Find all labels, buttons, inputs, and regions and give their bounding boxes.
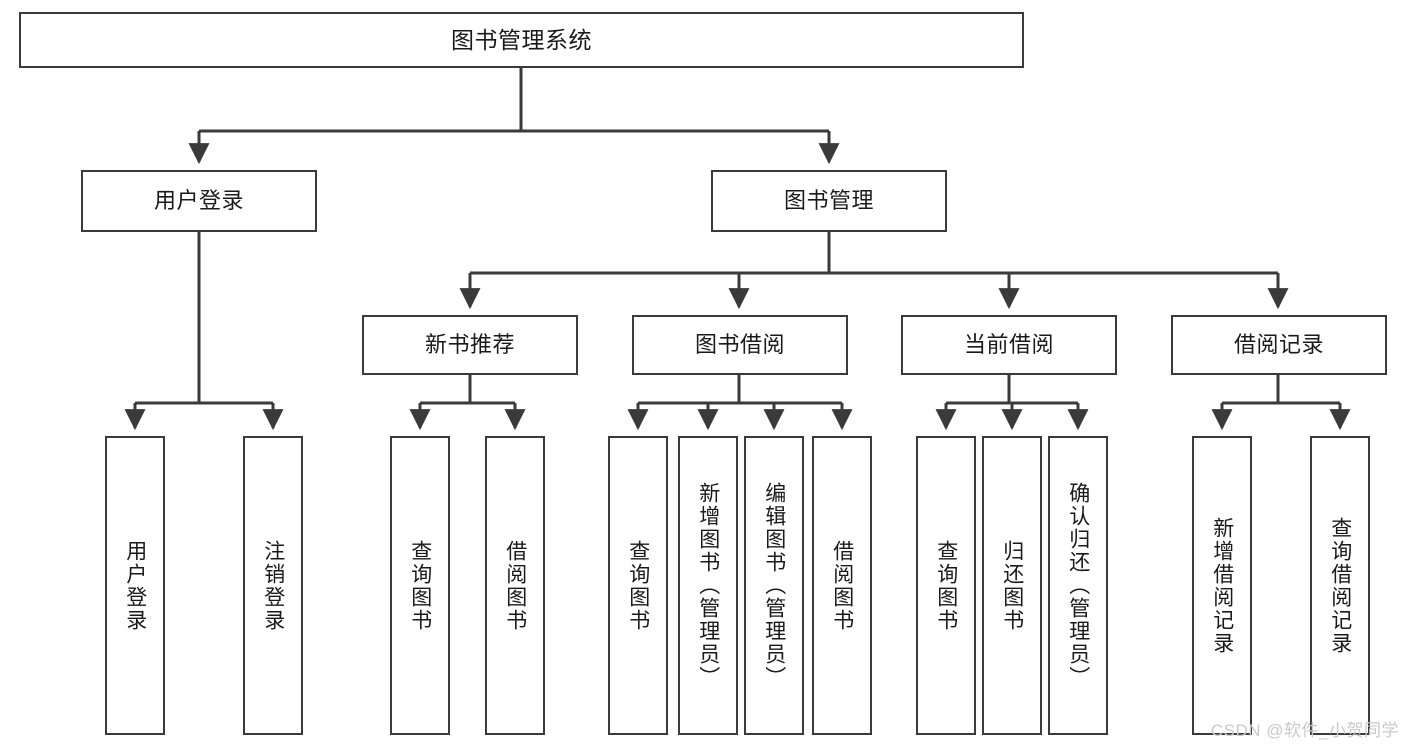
leaf-current-borrow-query-label: 查询图书 xyxy=(934,539,958,632)
leaf-borrow-record-query[interactable]: 查询借阅记录 xyxy=(1310,436,1370,735)
leaf-new-book-query-label: 查询图书 xyxy=(408,539,432,632)
node-borrow-record-label: 借阅记录 xyxy=(1233,332,1324,358)
csdn-watermark: CSDN @软件_小贺同学 xyxy=(1210,721,1399,740)
leaf-user-login-signin-label: 用户登录 xyxy=(123,539,147,632)
leaf-user-login-signout[interactable]: 注销登录 xyxy=(243,436,303,735)
leaf-user-login-signin[interactable]: 用户登录 xyxy=(105,436,165,735)
leaf-new-book-query[interactable]: 查询图书 xyxy=(390,436,450,735)
node-new-book-recommend-label: 新书推荐 xyxy=(424,332,515,358)
leaf-book-borrow-lend[interactable]: 借阅图书 xyxy=(812,436,872,735)
node-new-book-recommend[interactable]: 新书推荐 xyxy=(362,315,578,375)
leaf-current-borrow-return-label: 归还图书 xyxy=(1000,539,1024,632)
node-book-management[interactable]: 图书管理 xyxy=(711,170,947,232)
leaf-new-book-borrow[interactable]: 借阅图书 xyxy=(485,436,545,735)
node-book-management-label: 图书管理 xyxy=(783,188,874,214)
leaf-current-borrow-query[interactable]: 查询图书 xyxy=(916,436,976,735)
node-user-login-label: 用户登录 xyxy=(153,188,244,214)
leaf-new-book-borrow-label: 借阅图书 xyxy=(503,539,527,632)
leaf-book-borrow-query[interactable]: 查询图书 xyxy=(608,436,668,735)
leaf-book-borrow-add[interactable]: 新增图书（管理员） xyxy=(678,436,738,735)
node-root[interactable]: 图书管理系统 xyxy=(19,12,1024,68)
leaf-current-borrow-confirm[interactable]: 确认归还（管理员） xyxy=(1048,436,1108,735)
node-current-borrow-label: 当前借阅 xyxy=(963,332,1054,358)
leaf-book-borrow-query-label: 查询图书 xyxy=(626,539,650,632)
node-book-borrow-label: 图书借阅 xyxy=(694,332,785,358)
leaf-book-borrow-edit[interactable]: 编辑图书（管理员） xyxy=(744,436,804,735)
node-root-label: 图书管理系统 xyxy=(451,26,592,53)
leaf-book-borrow-edit-label: 编辑图书（管理员） xyxy=(762,482,786,689)
leaf-borrow-record-query-label: 查询借阅记录 xyxy=(1328,516,1352,655)
leaf-borrow-record-add-label: 新增借阅记录 xyxy=(1210,516,1234,655)
node-current-borrow[interactable]: 当前借阅 xyxy=(901,315,1117,375)
node-book-borrow[interactable]: 图书借阅 xyxy=(632,315,848,375)
leaf-current-borrow-confirm-label: 确认归还（管理员） xyxy=(1066,482,1090,689)
leaf-borrow-record-add[interactable]: 新增借阅记录 xyxy=(1192,436,1252,735)
leaf-user-login-signout-label: 注销登录 xyxy=(261,539,285,632)
leaf-book-borrow-add-label: 新增图书（管理员） xyxy=(696,482,720,689)
node-borrow-record[interactable]: 借阅记录 xyxy=(1171,315,1387,375)
leaf-current-borrow-return[interactable]: 归还图书 xyxy=(982,436,1042,735)
leaf-book-borrow-lend-label: 借阅图书 xyxy=(830,539,854,632)
node-user-login[interactable]: 用户登录 xyxy=(81,170,317,232)
